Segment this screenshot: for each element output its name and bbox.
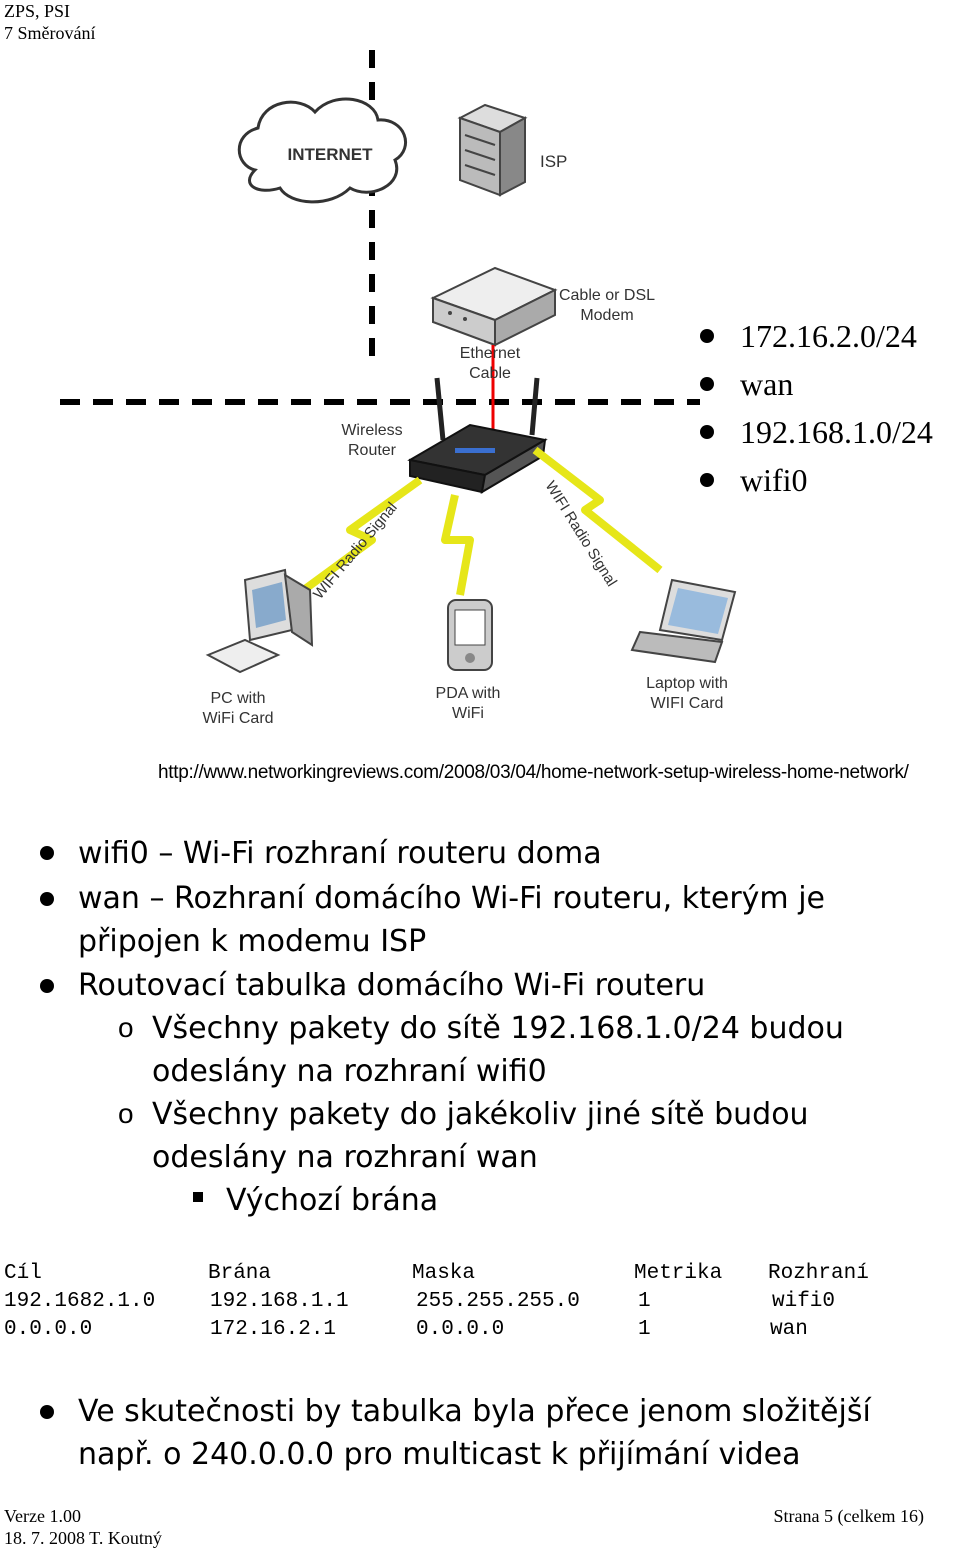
sub-bullet-local-line1: Všechny pakety do sítě 192.168.1.0/24 bu… <box>152 1011 844 1046</box>
table-header-metric: Metrika <box>634 1262 723 1285</box>
isp-label: ISP <box>540 152 567 171</box>
sub-bullet-other-line2: odeslány na rozhraní wan <box>152 1140 538 1175</box>
modem-icon <box>430 266 558 347</box>
table-header-interface: Rozhraní <box>768 1262 869 1285</box>
internet-label: INTERNET <box>288 145 374 164</box>
table-cell: wifi0 <box>772 1290 836 1313</box>
ethernet-label-line1: Ethernet <box>460 345 521 362</box>
modem-label-line1: Cable or DSL <box>559 287 655 304</box>
sub-bullet-marker: o <box>118 1012 134 1043</box>
modem-label-line2: Modem <box>580 307 633 324</box>
pda-label-line1: PDA with <box>436 685 501 702</box>
source-url: http://www.networkingreviews.com/2008/03… <box>158 762 909 783</box>
footer-version: Verze 1.00 <box>4 1506 81 1526</box>
ethernet-label-line2: Cable <box>469 365 511 382</box>
bullet-icon <box>40 892 54 906</box>
bullet-icon <box>700 473 714 487</box>
pc-label-line2: WiFi Card <box>202 710 273 727</box>
table-header-mask: Maska <box>412 1262 476 1285</box>
sub-sub-bullet-default-gateway: Výchozí brána <box>226 1183 439 1218</box>
wireless-router-icon <box>407 377 548 494</box>
table-cell: wan <box>770 1318 808 1341</box>
pc-label-line1: PC with <box>210 690 265 707</box>
sub-bullet-other-line1: Všechny pakety do jakékoliv jiné sítě bu… <box>152 1097 809 1132</box>
center-radio-signal-icon <box>441 494 474 596</box>
laptop-label-line2: WIFI Card <box>651 695 724 712</box>
network-labels-list: 172.16.2.0/24 wan 192.168.1.0/24 wifi0 <box>700 312 933 504</box>
bullet-icon <box>700 329 714 343</box>
bullet-wan-line2: připojen k modemu ISP <box>78 924 427 959</box>
square-bullet-icon <box>193 1192 203 1202</box>
pda-icon <box>447 599 493 671</box>
bullet-icon <box>700 425 714 439</box>
table-header-destination: Cíl <box>4 1262 42 1285</box>
table-cell: 192.1682.1.0 <box>4 1290 156 1313</box>
bullet-icon <box>40 979 54 993</box>
network-diagram: INTERNET ISP Cable or DSL Modem Ethernet… <box>60 50 737 727</box>
pc-icon <box>205 568 314 674</box>
left-signal-label: WIFI Radio Signal <box>310 499 401 603</box>
router-label-line2: Router <box>348 442 397 459</box>
internet-cloud-icon <box>237 97 407 204</box>
footer-page-number: Strana 5 (celkem 16) <box>773 1506 924 1526</box>
right-signal-label: WIFI Radio Signal <box>542 478 620 590</box>
list-item: 172.16.2.0/24 <box>700 312 933 360</box>
footer-date-author: 18. 7. 2008 T. Koutný <box>4 1528 162 1548</box>
table-cell: 255.255.255.0 <box>416 1290 580 1313</box>
bullet-icon <box>40 1405 54 1419</box>
laptop-icon <box>630 578 737 664</box>
isp-server-icon <box>457 103 528 197</box>
table-cell: 192.168.1.1 <box>210 1290 349 1313</box>
bullet-wifi0: wifi0 – Wi-Fi rozhraní routeru doma <box>78 836 602 871</box>
bullet-routing-table: Routovací tabulka domácího Wi-Fi routeru <box>78 968 706 1003</box>
list-item: wan <box>700 360 933 408</box>
left-radio-signal-icon <box>287 476 423 604</box>
laptop-label-line1: Laptop with <box>646 675 728 692</box>
table-cell: 0.0.0.0 <box>4 1318 93 1341</box>
table-cell: 172.16.2.1 <box>210 1318 337 1341</box>
list-item: 192.168.1.0/24 <box>700 408 933 456</box>
sub-bullet-local-line2: odeslány na rozhraní wifi0 <box>152 1054 547 1089</box>
router-label-line1: Wireless <box>341 422 402 439</box>
bullet-icon <box>40 846 54 860</box>
doc-header-chapter: 7 Směrování <box>4 23 96 43</box>
bullet-wan-line1: wan – Rozhraní domácího Wi-Fi routeru, k… <box>78 881 825 916</box>
final-bullet-line1: Ve skutečnosti by tabulka byla přece jen… <box>78 1394 871 1429</box>
final-bullet-line2: např. o 240.0.0.0 pro multicast k přijím… <box>78 1437 801 1472</box>
list-item: wifi0 <box>700 456 933 504</box>
table-header-gateway: Brána <box>208 1262 272 1285</box>
table-cell: 0.0.0.0 <box>416 1318 505 1341</box>
pda-label-line2: WiFi <box>452 705 484 722</box>
table-cell: 1 <box>638 1290 651 1313</box>
doc-header-course: ZPS, PSI <box>4 1 71 21</box>
right-radio-signal-icon <box>532 446 663 574</box>
sub-bullet-marker: o <box>118 1098 134 1129</box>
bullet-icon <box>700 377 714 391</box>
table-cell: 1 <box>638 1318 651 1341</box>
